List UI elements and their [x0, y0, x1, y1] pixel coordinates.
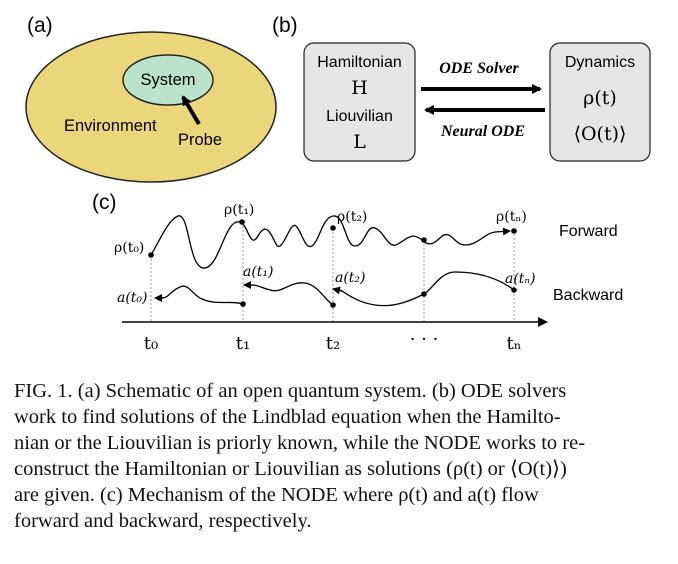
- ode-solver-label: ODE Solver: [439, 60, 519, 77]
- liouvilian-label: Liouvilian: [326, 108, 393, 125]
- figure-canvas: (a) System Environment Probe (b) Hamilto…: [25, 14, 651, 354]
- liouvilian-symbol: L: [353, 131, 366, 153]
- caption-line: forward and backward, respectively.: [14, 510, 312, 532]
- caption-line: FIG. 1. (a) Schematic of an open quantum…: [14, 380, 567, 402]
- panel-c-label: (c): [92, 191, 117, 214]
- a-t1-point: [240, 301, 246, 307]
- rho-t2-label: ρ(t₂): [337, 209, 367, 225]
- environment-ellipse: [25, 31, 277, 183]
- panel-a-label: (a): [27, 14, 53, 37]
- environment-label: Environment: [64, 117, 157, 135]
- forward-label: Forward: [559, 223, 618, 240]
- rho-t-label: ρ(t): [583, 87, 617, 109]
- trajectory-points: [148, 219, 517, 308]
- a-t0-label: a(t₀): [117, 290, 148, 306]
- rho-t1-label: ρ(t₁): [224, 202, 254, 218]
- rho-t3-point: [421, 237, 427, 243]
- rho-t0-label: ρ(t₀): [114, 240, 144, 256]
- backward-trajectory: [339, 271, 515, 307]
- dynamics-box: [549, 42, 651, 162]
- tick-t1: t₁: [236, 333, 250, 354]
- backward-trajectory-3: [161, 285, 244, 305]
- rho-t1-point: [239, 219, 245, 225]
- forward-trajectory: [150, 215, 496, 269]
- probe-arrow: [181, 95, 201, 126]
- a-t2-point: [330, 302, 336, 308]
- backward-trajectory-2: [251, 282, 334, 306]
- a-t2-label: a(t₂): [335, 270, 366, 286]
- tick-t0: t₀: [144, 333, 158, 354]
- hamiltonian-symbol: H: [351, 77, 368, 99]
- a-tn-point: [511, 287, 517, 293]
- neural-ode-label: Neural ODE: [440, 123, 525, 140]
- panel-b-label: (b): [272, 14, 298, 37]
- tick-t2: t₂: [326, 333, 340, 354]
- system-ellipse: [122, 54, 214, 106]
- a-t1-label: a(t₁): [243, 264, 274, 280]
- caption-line: are given. (c) Mechanism of the NODE whe…: [14, 484, 539, 506]
- system-label: System: [140, 71, 195, 89]
- a-t3-point: [421, 291, 427, 297]
- tick-dots: · · ·: [410, 329, 439, 350]
- tick-tn: tₙ: [506, 333, 521, 354]
- forward-trajectory-end: [494, 227, 511, 236]
- expectation-o-label: ⟨O(t)⟩: [574, 123, 627, 145]
- backward-label: Backward: [553, 287, 623, 304]
- rho-tn-label: ρ(tₙ): [496, 209, 527, 225]
- hamiltonian-label: Hamiltonian: [317, 54, 401, 71]
- caption-line: construct the Hamiltonian or Liouvilian …: [14, 458, 567, 480]
- rho-tn-point: [511, 228, 517, 234]
- backward-arrow-t2: [332, 286, 343, 295]
- figure-caption: FIG. 1. (a) Schematic of an open quantum…: [14, 378, 666, 534]
- rho-t2-point: [330, 225, 336, 231]
- time-guides: [150, 222, 515, 322]
- caption-line: work to find solutions of the Lindblad e…: [14, 406, 561, 428]
- rho-t0-point: [148, 252, 154, 258]
- hamiltonian-box: [303, 42, 416, 162]
- probe-label: Probe: [178, 131, 222, 149]
- caption-line: nian or the Liouvilian is priorly known,…: [14, 432, 586, 454]
- dynamics-label: Dynamics: [565, 54, 635, 71]
- a-tn-label: a(tₙ): [505, 271, 536, 287]
